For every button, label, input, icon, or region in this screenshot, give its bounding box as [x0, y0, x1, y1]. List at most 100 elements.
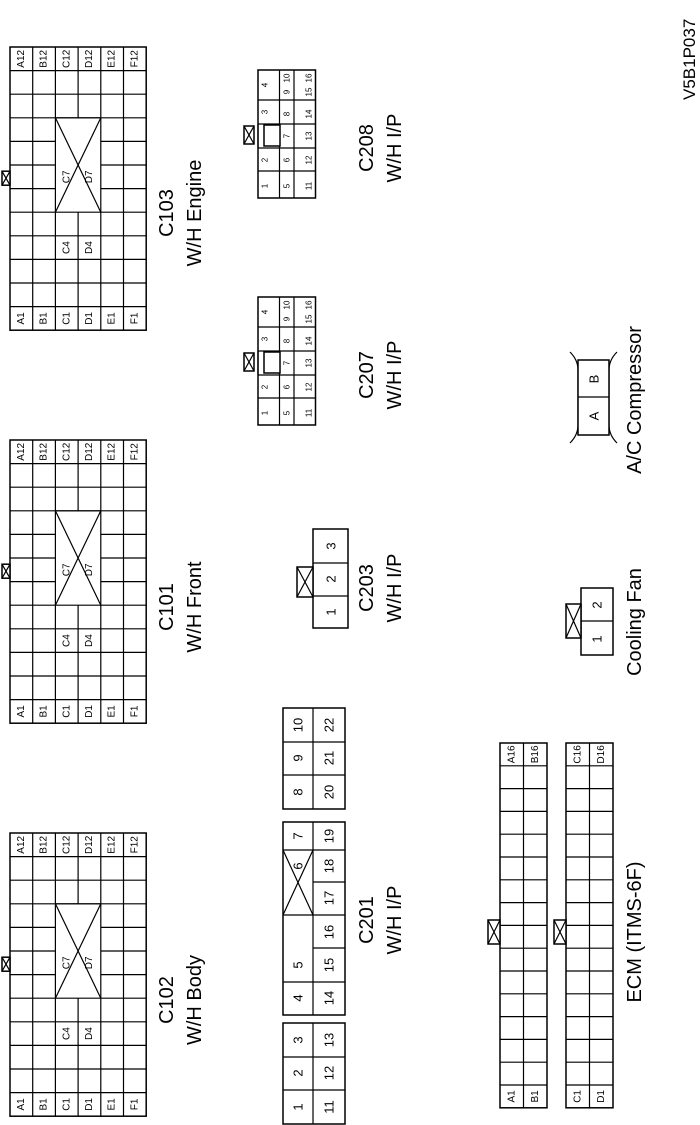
blank-cross [54, 903, 102, 999]
pin-label: 12 [305, 155, 314, 164]
pin-label: C4 [61, 1027, 72, 1040]
pin-label: B12 [39, 442, 50, 460]
pin-label: 2 [590, 601, 605, 608]
pin-label: 4 [261, 82, 270, 87]
pin-label: D1 [84, 1098, 95, 1111]
pin-label: E1 [107, 1098, 118, 1111]
pin-label: D12 [84, 835, 95, 854]
pin-label: 3 [291, 1036, 306, 1043]
pin-label: E1 [107, 705, 118, 718]
ac-compressor-label: A/C Compressor [624, 326, 646, 474]
pin-label: 16 [305, 73, 314, 82]
pin-label: B1 [530, 1090, 541, 1103]
pin-label: 7 [283, 360, 292, 365]
pin-label: C1 [572, 1090, 583, 1103]
pin-label: 8 [283, 338, 292, 343]
pin-label: D1 [84, 705, 95, 718]
pin-label: 16 [322, 925, 337, 939]
pin-label: D12 [84, 442, 95, 461]
pin-label: 6 [291, 862, 306, 869]
pin-label: 6 [283, 157, 292, 162]
pin-label: E12 [107, 442, 118, 460]
pin-label: 1 [261, 183, 270, 188]
pin-label: 8 [283, 111, 292, 116]
pin-label: 10 [283, 73, 292, 82]
ecm-label: ECM (ITMS-6F) [624, 861, 646, 1002]
pin-label: 21 [322, 751, 337, 765]
pin-label: 16 [305, 300, 314, 309]
pin-label: C1 [61, 1098, 72, 1111]
pin-label: A12 [16, 442, 27, 460]
c101-label: C101 W/H Front [156, 561, 206, 653]
pin-label: B16 [530, 745, 541, 763]
lock-tab-diag [243, 352, 255, 372]
pin-label: D4 [84, 241, 95, 254]
pin-label: A12 [16, 49, 27, 67]
center-key [263, 351, 281, 374]
pin-label: 5 [283, 183, 292, 188]
pin-label: A1 [16, 312, 27, 325]
pin-label: 8 [291, 788, 306, 795]
bracket-left [569, 351, 579, 444]
pin-label: 2 [261, 384, 270, 389]
pin-label: 14 [305, 109, 314, 118]
pin-label: F1 [129, 1098, 140, 1110]
pin-label: 15 [305, 314, 314, 323]
pin-label: 5 [291, 961, 306, 968]
pin-label: C7 [61, 956, 72, 969]
pin-label: 10 [283, 300, 292, 309]
center-key [263, 124, 281, 147]
pin-label: 19 [322, 829, 337, 843]
pin-label: 3 [261, 336, 270, 341]
cooling-fan-label: Cooling Fan [624, 568, 646, 676]
pin-label: A1 [506, 1090, 517, 1103]
c208-name: C208 [356, 124, 378, 172]
pin-label: D7 [84, 563, 95, 576]
pin-label: E12 [107, 835, 118, 853]
pin-label: 12 [305, 382, 314, 391]
block-left [282, 1022, 346, 1125]
connector-cooling-fan: 12 [565, 587, 614, 656]
pin-label: C7 [61, 563, 72, 576]
pin-label: A1 [16, 1098, 27, 1111]
lock-tab-diag [487, 919, 501, 945]
pin-label: B1 [39, 1098, 50, 1111]
pin-label: F12 [129, 443, 140, 461]
pin-label: 6 [283, 384, 292, 389]
c203-name: C203 [356, 564, 378, 612]
c201-label: C201 W/H I/P [356, 886, 406, 955]
pin-label: C12 [61, 442, 72, 461]
pin-label: 13 [305, 131, 314, 140]
pin-label: 17 [322, 891, 337, 905]
c103-desc: W/H Engine [184, 160, 206, 267]
c208-desc: W/H I/P [384, 114, 406, 183]
pin-label: 9 [291, 754, 306, 761]
pin-label: 11 [305, 181, 314, 190]
pin-label: C16 [572, 745, 583, 764]
pin-label: 15 [322, 958, 337, 972]
pin-label: 1 [291, 1103, 306, 1110]
pin-label: 1 [590, 635, 605, 642]
pin-label: 10 [291, 718, 306, 732]
pin-label: F1 [129, 705, 140, 717]
c207-desc: W/H I/P [384, 341, 406, 410]
pin-label: B12 [39, 49, 50, 67]
c101-name: C101 [156, 583, 178, 631]
pin-label: 5 [283, 410, 292, 415]
pin-label: 22 [322, 718, 337, 732]
bracket-right [608, 351, 618, 444]
pin-label: D1 [596, 1090, 607, 1103]
pin-label: 3 [324, 542, 339, 549]
c102-label: C102 W/H Body [156, 955, 206, 1045]
pin-label: C12 [61, 835, 72, 854]
pin-label: D1 [84, 312, 95, 325]
pin-label: C4 [61, 241, 72, 254]
pin-label: 7 [291, 832, 306, 839]
pin-label: 4 [291, 994, 306, 1001]
pin-label: C7 [61, 170, 72, 183]
pin-label: 2 [324, 575, 339, 582]
